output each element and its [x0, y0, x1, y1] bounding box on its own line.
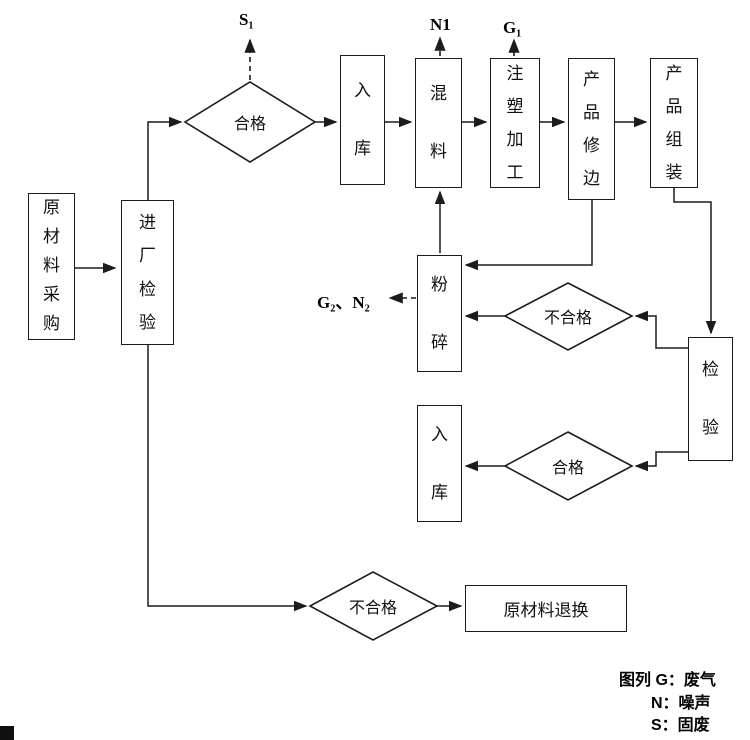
node-final-inspection: 检验	[688, 337, 733, 461]
node-injection-molding-label: 注塑加工	[506, 63, 524, 183]
legend-line-solid-waste: S：固废	[651, 717, 710, 734]
decision-qualified-right-shape	[503, 431, 634, 501]
legend-line-gas: 图列 G：废气	[619, 672, 716, 689]
node-raw-material-return-label: 原材料退换	[503, 601, 589, 620]
flow-inspection-to-unqualified-bottom	[147, 345, 308, 612]
legend-line-noise: N：噪声	[651, 695, 711, 712]
emission-label-s1: S₁	[239, 10, 254, 29]
node-warehouse-in-top-label: 入库	[354, 81, 371, 158]
node-incoming-inspection: 进厂检验	[121, 200, 174, 345]
node-final-inspection-label: 检验	[702, 360, 719, 437]
scan-artifact	[0, 726, 14, 740]
emission-label-g1: G₁	[503, 18, 522, 37]
node-raw-material-purchase-label: 原材料采购	[43, 198, 60, 333]
flow-inspection-to-qualified	[147, 116, 183, 200]
flow-final-to-unqualified	[634, 310, 688, 349]
decision-qualified-top-shape	[183, 81, 317, 163]
decision-qualified-right-label: 合格	[551, 460, 585, 477]
node-injection-molding: 注塑加工	[490, 58, 540, 188]
node-crushing: 粉碎	[417, 255, 462, 372]
decision-unqualified-bottom-label: 不合格	[348, 600, 398, 617]
node-product-assembly-label: 产品组装	[665, 63, 683, 183]
decision-qualified-top-label: 合格	[233, 116, 267, 133]
node-crushing-label: 粉碎	[431, 274, 448, 352]
node-mixing: 混料	[415, 58, 462, 188]
flow-final-to-qualified	[634, 451, 688, 472]
decision-unqualified-bottom-shape	[308, 571, 439, 641]
node-warehouse-in-bottom: 入库	[417, 405, 462, 522]
flow-assembly-to-final-inspection	[673, 188, 717, 335]
node-incoming-inspection-label: 进厂检验	[139, 213, 156, 332]
node-mixing-label: 混料	[430, 84, 447, 161]
decision-unqualified-right-label: 不合格	[543, 310, 593, 327]
emission-label-n1: N1	[430, 15, 451, 34]
node-raw-material-purchase: 原材料采购	[28, 193, 75, 340]
node-product-assembly: 产品组装	[650, 58, 698, 188]
node-warehouse-in-top: 入库	[340, 55, 385, 185]
decision-unqualified-right-shape	[503, 282, 634, 351]
flow-trimming-to-crushing	[464, 200, 593, 271]
node-raw-material-return: 原材料退换	[465, 585, 627, 632]
emission-label-g2n2: G₂、N₂	[317, 293, 370, 312]
node-product-trimming: 产品修边	[568, 58, 615, 200]
node-warehouse-in-bottom-label: 入库	[431, 424, 448, 502]
node-product-trimming-label: 产品修边	[583, 69, 600, 189]
